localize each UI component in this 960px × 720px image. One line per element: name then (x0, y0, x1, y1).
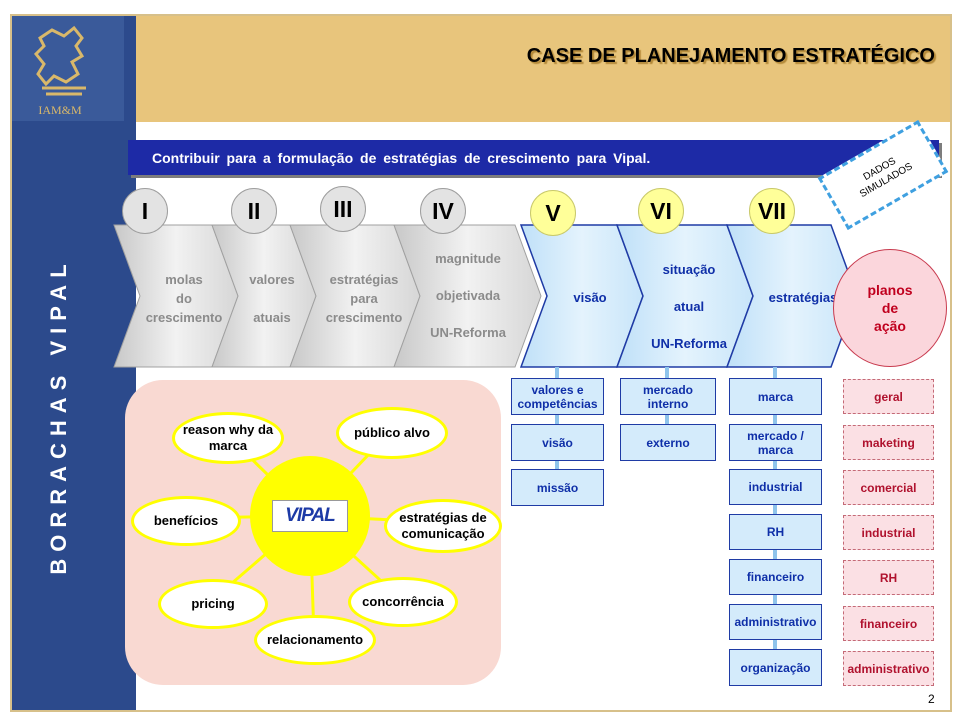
col-vii-item: mercado / marca (729, 424, 822, 461)
planos-item: maketing (843, 425, 934, 460)
step-5-label: visão (550, 288, 630, 307)
chevron-step-4 (393, 224, 542, 368)
step-1-line-3: crescimento (145, 310, 223, 325)
step-1-line-2: do (176, 291, 192, 306)
step-7-label: estratégias (756, 288, 850, 307)
step-2-label: valores atuais (236, 270, 308, 327)
planos-de-acao-circle: planos de ação (833, 249, 947, 367)
bubble-concorrencia: concorrência (348, 577, 458, 627)
bubble-reason-why: reason why da marca (172, 412, 284, 464)
step-1-label: molas do crescimento (134, 270, 234, 327)
col-v-item: visão (511, 424, 604, 461)
col-v-item: valores e competências (511, 378, 604, 415)
bubble-relacionamento: relacionamento (254, 615, 376, 665)
step-1-line-1: molas (165, 272, 203, 287)
step-3-line-1: estratégias (329, 272, 399, 287)
planos-item: financeiro (843, 606, 934, 641)
page-title: CASE DE PLANEJAMENTO ESTRATÉGICO (526, 45, 935, 67)
step-6-line-1: situação (662, 262, 716, 277)
step-5-line-1: visão (573, 290, 607, 305)
step-3-line-2: para (350, 291, 378, 306)
page-number: 2 (928, 692, 935, 706)
step-numeral-5: V (530, 190, 576, 236)
planos-item: geral (843, 379, 934, 414)
planos-item: RH (843, 560, 934, 595)
bubble-estrategias-comunicacao: estratégias de comunicação (384, 499, 502, 553)
col-vii-item: RH (729, 514, 822, 550)
step-numeral-7: VII (749, 188, 795, 234)
vipal-logo: VIPAL (272, 500, 348, 532)
step-4-line-2: objetivada (435, 288, 501, 303)
planos-line-2: de (881, 300, 899, 316)
header-banner (12, 16, 950, 122)
planos-line-1: planos (867, 282, 913, 298)
subtitle-bar (128, 140, 939, 175)
col-vii-item: administrativo (729, 604, 822, 640)
planos-item: comercial (843, 470, 934, 505)
step-6-line-2: atual (673, 299, 705, 314)
step-4-line-3: UN-Reforma (430, 325, 506, 340)
step-6-label: situação atual UN-Reforma (636, 251, 742, 362)
step-numeral-6: VI (638, 188, 684, 234)
company-logo: IAM&M (12, 16, 124, 121)
step-3-label: estratégias para crescimento (314, 270, 414, 327)
planos-item: industrial (843, 515, 934, 550)
col-vii-item: industrial (729, 469, 822, 505)
step-7-line-1: estratégias (768, 290, 838, 305)
step-numeral-3: III (320, 186, 366, 232)
step-3-line-3: crescimento (325, 310, 403, 325)
step-numeral-1: I (122, 188, 168, 234)
step-numeral-2: II (231, 188, 277, 234)
subtitle: Contribuir para a formulação de estratég… (152, 150, 651, 166)
step-2-line-1: valores (249, 272, 295, 287)
vipal-logo-text: VIPAL (285, 505, 336, 526)
planos-item: administrativo (843, 651, 934, 686)
bubble-pricing: pricing (158, 579, 268, 629)
bubble-publico-alvo: público alvo (336, 407, 448, 459)
col-vi-item: mercado interno (620, 378, 716, 415)
step-2-line-3: atuais (253, 310, 291, 325)
col-vi-item: externo (620, 424, 716, 461)
slide-frame (10, 14, 952, 712)
col-vii-item: organização (729, 649, 822, 686)
col-vii-item: marca (729, 378, 822, 415)
bubble-beneficios: benefícios (131, 496, 241, 546)
chevron-step-7 (725, 224, 858, 368)
planos-line-3: ação (874, 318, 906, 334)
logo-text: IAM&M (38, 103, 82, 117)
col-v-item: missão (511, 469, 604, 506)
step-numeral-4: IV (420, 188, 466, 234)
step-6-line-3: UN-Reforma (651, 336, 727, 351)
col-vii-item: financeiro (729, 559, 822, 595)
step-4-line-1: magnitude (435, 251, 501, 266)
step-4-label: magnitude objetivada UN-Reforma (418, 240, 518, 351)
